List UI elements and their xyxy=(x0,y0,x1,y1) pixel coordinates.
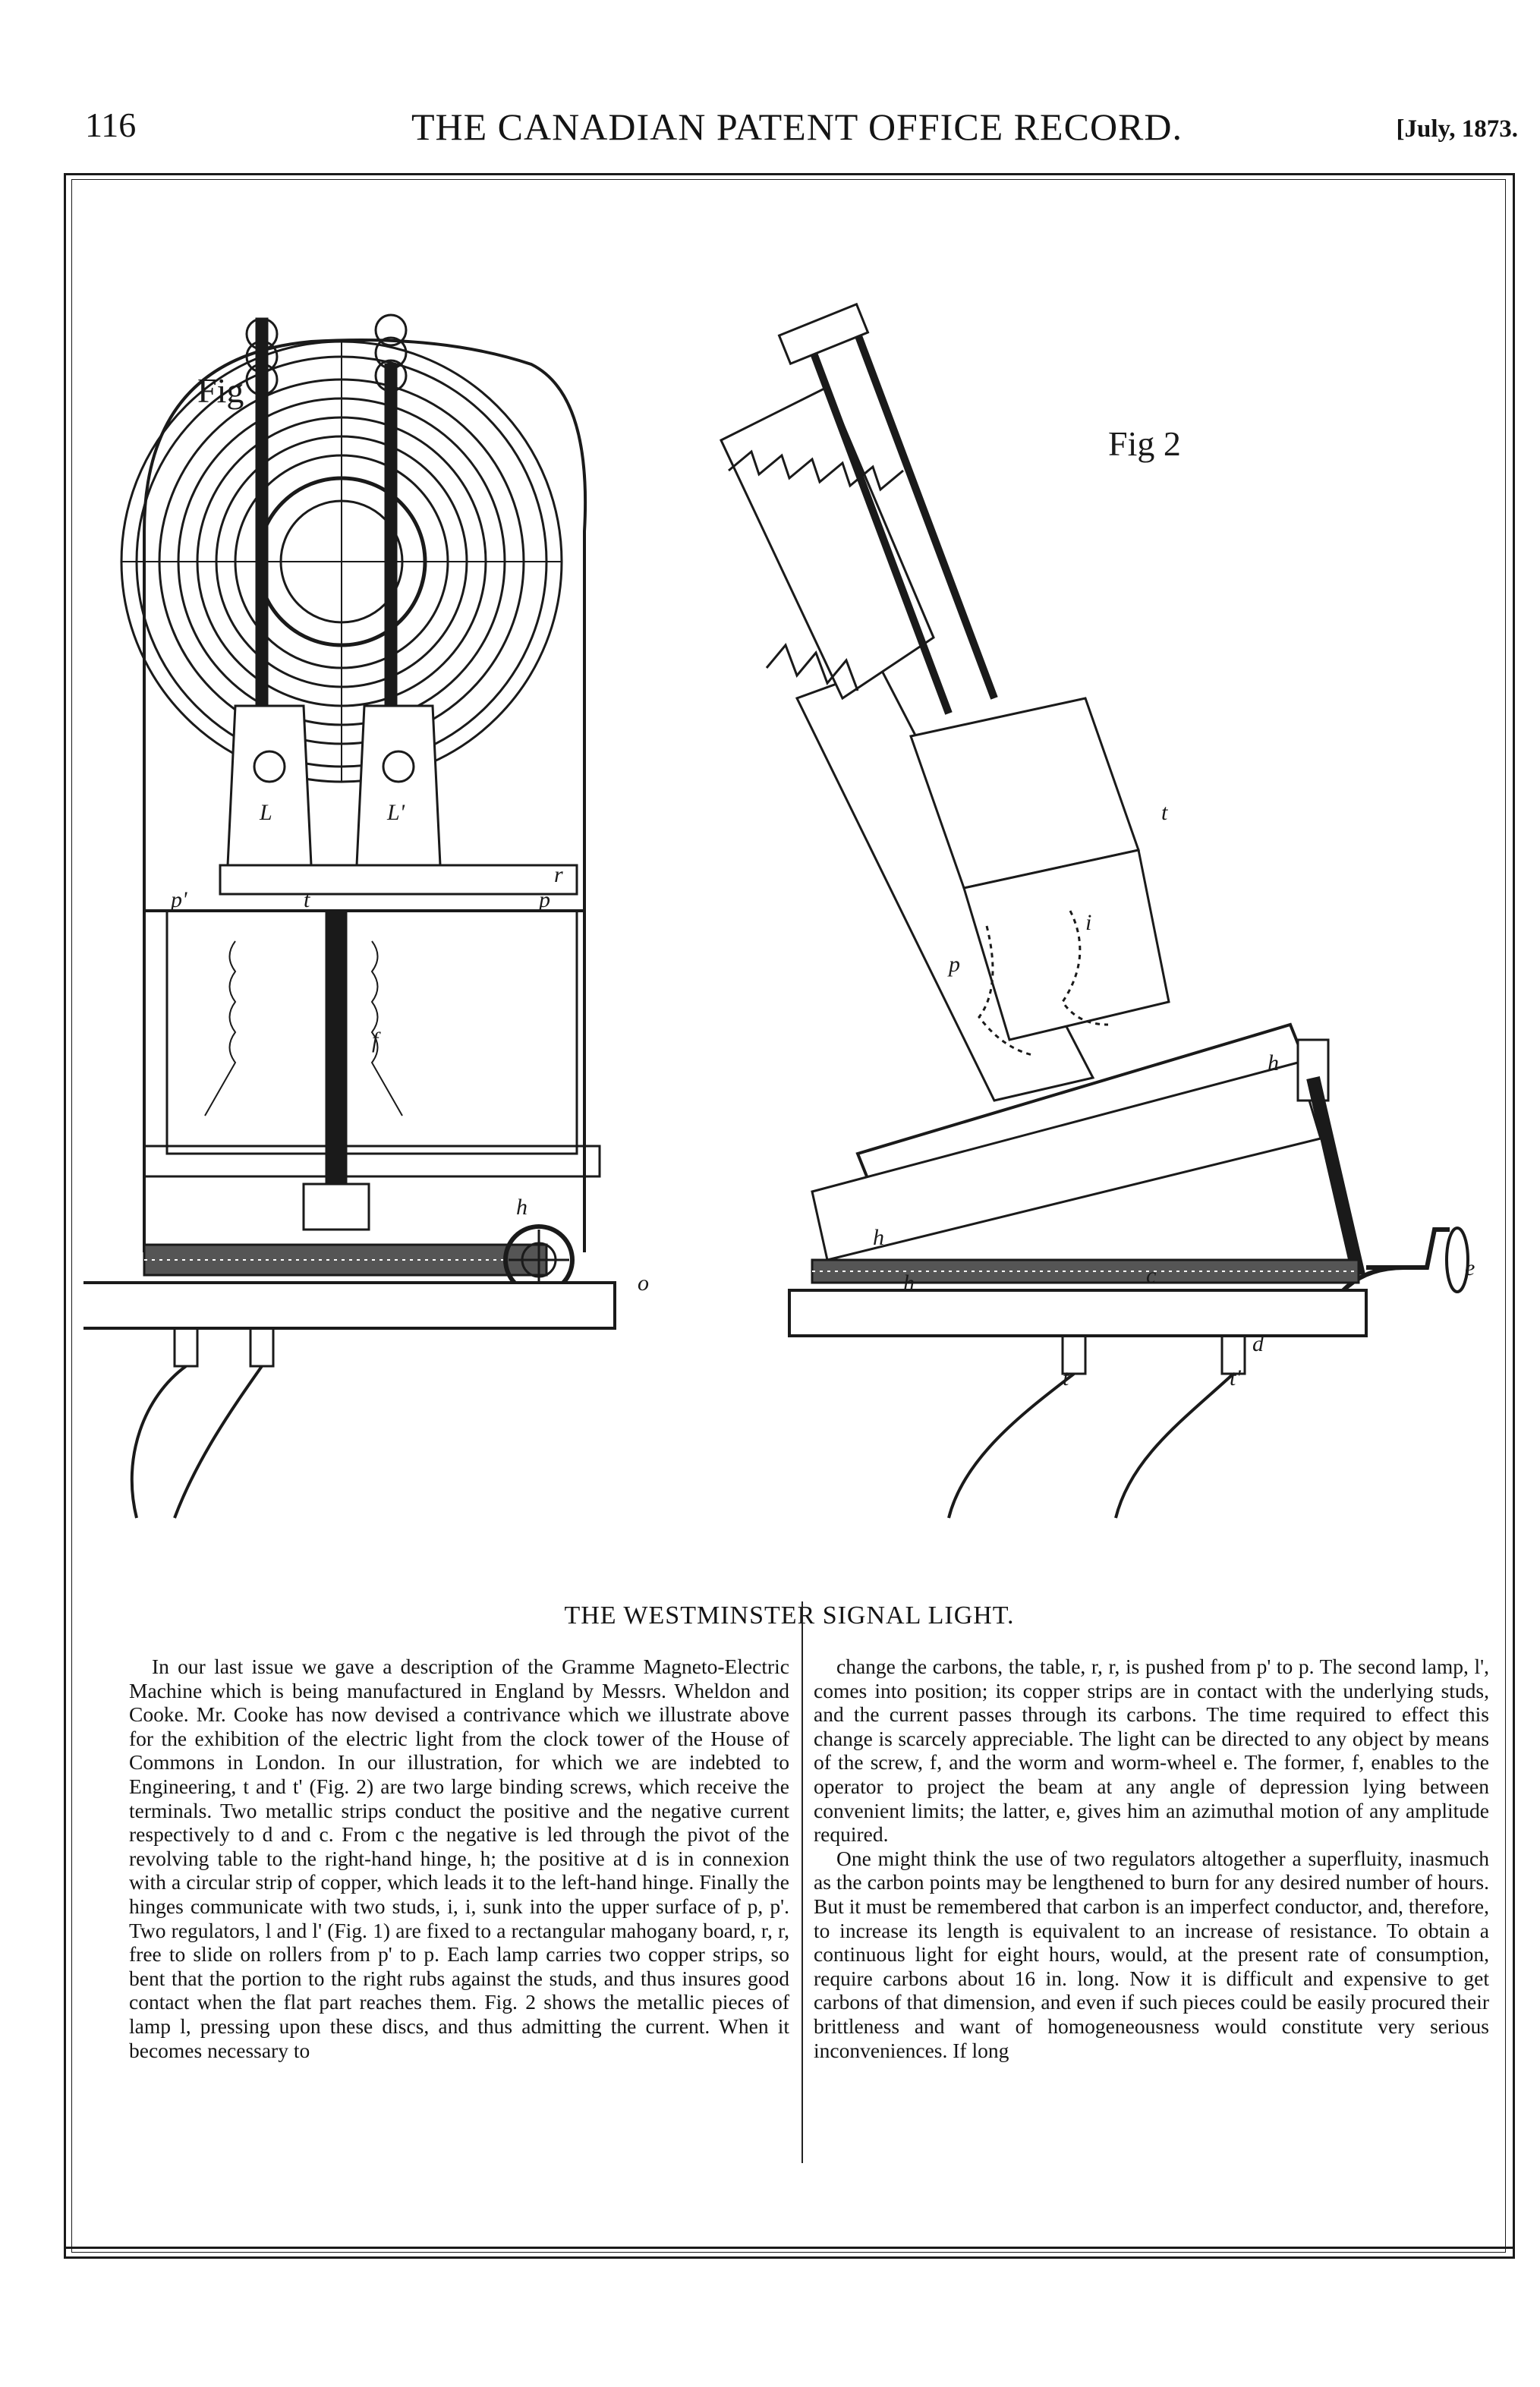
fig2-drawing: p i t h h h c d t t' e xyxy=(720,302,1475,1519)
svg-text:p: p xyxy=(947,952,960,977)
fig1-label: Fig 1 xyxy=(197,371,270,410)
inner-page-frame xyxy=(71,179,1506,2253)
page-header: 116 THE CANADIAN PATENT OFFICE RECORD. [… xyxy=(76,105,1518,165)
svg-text:f: f xyxy=(372,1028,381,1053)
svg-text:i: i xyxy=(1085,910,1091,935)
article-column-right: change the carbons, the table, r, r, is … xyxy=(814,1655,1489,2062)
svg-text:e: e xyxy=(1465,1255,1475,1280)
svg-text:h: h xyxy=(1268,1050,1279,1075)
svg-text:t: t xyxy=(1161,800,1168,825)
fig2-label: Fig 2 xyxy=(1108,424,1181,463)
fig1-drawing: L L' p' p r t f h o xyxy=(83,313,649,1519)
svg-text:t: t xyxy=(304,887,310,912)
page-number: 116 xyxy=(85,105,137,144)
svg-text:h: h xyxy=(516,1195,528,1220)
article-paragraph: In our last issue we gave a description … xyxy=(129,1655,789,2062)
article-column-left: In our last issue we gave a description … xyxy=(129,1655,789,2062)
outer-page-frame xyxy=(64,173,1515,2259)
column-divider xyxy=(801,1601,803,2163)
svg-text:c: c xyxy=(1146,1263,1156,1288)
svg-text:h: h xyxy=(873,1225,884,1250)
svg-text:t: t xyxy=(1063,1365,1069,1390)
svg-text:L: L xyxy=(259,800,272,825)
bottom-rule xyxy=(64,2247,1515,2249)
svg-text:o: o xyxy=(638,1271,649,1296)
journal-title: THE CANADIAN PATENT OFFICE RECORD. xyxy=(411,105,1183,148)
figure-caption: THE WESTMINSTER SIGNAL LIGHT. xyxy=(564,1601,1015,1630)
svg-text:p': p' xyxy=(169,887,187,912)
issue-date: [July, 1873. xyxy=(1396,115,1518,143)
svg-text:d: d xyxy=(1252,1331,1264,1356)
westminster-signal-light-engraving: L L' p' p r t f h o xyxy=(83,302,1475,1519)
svg-text:L': L' xyxy=(386,800,405,825)
article-paragraph: change the carbons, the table, r, r, is … xyxy=(814,1655,1489,1847)
article-paragraph: One might think the use of two regulator… xyxy=(814,1846,1489,2062)
svg-text:p: p xyxy=(537,887,550,912)
svg-text:r: r xyxy=(554,862,563,887)
svg-text:t': t' xyxy=(1230,1365,1241,1390)
svg-text:h: h xyxy=(903,1271,915,1296)
